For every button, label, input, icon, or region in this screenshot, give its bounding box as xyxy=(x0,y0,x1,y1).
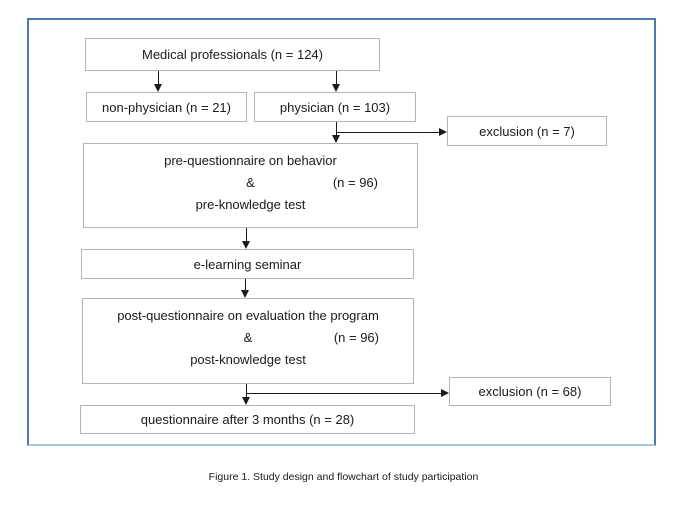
arrow-physician-to-pre-head-icon xyxy=(331,135,340,143)
pre-ampersand: & xyxy=(246,175,255,190)
pre-questionnaire-line3: pre-knowledge test xyxy=(195,197,306,212)
node-exclusion-bottom: exclusion (n = 68) xyxy=(449,377,611,406)
post-questionnaire-line3: post-knowledge test xyxy=(190,352,306,367)
arrow-exclusion-bottom-head-icon xyxy=(441,389,449,397)
arrow-elearning-to-post-stem xyxy=(244,279,246,291)
node-exclusion-bottom-label: exclusion (n = 68) xyxy=(478,384,582,399)
arrow-pre-to-elearning-stem xyxy=(245,228,247,242)
pre-questionnaire-line2: & (n = 96) xyxy=(84,172,417,194)
post-questionnaire-line2: & (n = 96) xyxy=(83,327,413,349)
post-sample-count: (n = 96) xyxy=(333,330,379,345)
node-physician: physician (n = 103) xyxy=(254,92,416,122)
arrow-pre-to-elearning-head-icon xyxy=(241,241,250,249)
arrow-medical-to-nonphysician-head-icon xyxy=(153,84,162,92)
arrow-medical-to-physician-head-icon xyxy=(331,84,340,92)
connector-to-exclusion-bottom xyxy=(246,392,441,394)
node-non-physician-label: non-physician (n = 21) xyxy=(102,99,231,115)
arrow-post-to-followup-stem xyxy=(245,384,247,398)
node-questionnaire-3-months: questionnaire after 3 months (n = 28) xyxy=(80,405,415,434)
node-medical-professionals-label: Medical professionals (n = 124) xyxy=(141,47,323,62)
node-non-physician: non-physician (n = 21) xyxy=(86,92,247,122)
arrow-elearning-to-post-head-icon xyxy=(240,290,249,298)
arrow-exclusion-top-head-icon xyxy=(439,128,447,136)
arrow-physician-to-pre-stem xyxy=(335,122,337,135)
connector-to-exclusion-top xyxy=(336,131,440,133)
node-medical-professionals: Medical professionals (n = 124) xyxy=(85,38,380,71)
pre-questionnaire-line1: pre-questionnaire on behavior xyxy=(164,153,337,168)
arrow-post-to-followup-head-icon xyxy=(241,397,250,405)
figure-caption: Figure 1. Study design and flowchart of … xyxy=(208,471,479,483)
arrow-medical-to-physician-stem xyxy=(335,71,337,85)
node-questionnaire-3-months-label: questionnaire after 3 months (n = 28) xyxy=(140,412,355,427)
node-pre-questionnaire: pre-questionnaire on behavior & (n = 96)… xyxy=(83,143,418,228)
node-elearning-seminar: e-learning seminar xyxy=(81,249,414,279)
node-exclusion-top-label: exclusion (n = 7) xyxy=(479,123,575,139)
node-physician-label: physician (n = 103) xyxy=(279,99,391,115)
post-questionnaire-line1: post-questionnaire on evaluation the pro… xyxy=(117,308,379,323)
node-post-questionnaire: post-questionnaire on evaluation the pro… xyxy=(82,298,414,384)
arrow-medical-to-nonphysician-stem xyxy=(157,71,159,85)
pre-sample-count: (n = 96) xyxy=(332,175,378,190)
node-elearning-seminar-label: e-learning seminar xyxy=(193,256,302,272)
post-ampersand: & xyxy=(243,330,253,345)
node-exclusion-top: exclusion (n = 7) xyxy=(447,116,607,146)
